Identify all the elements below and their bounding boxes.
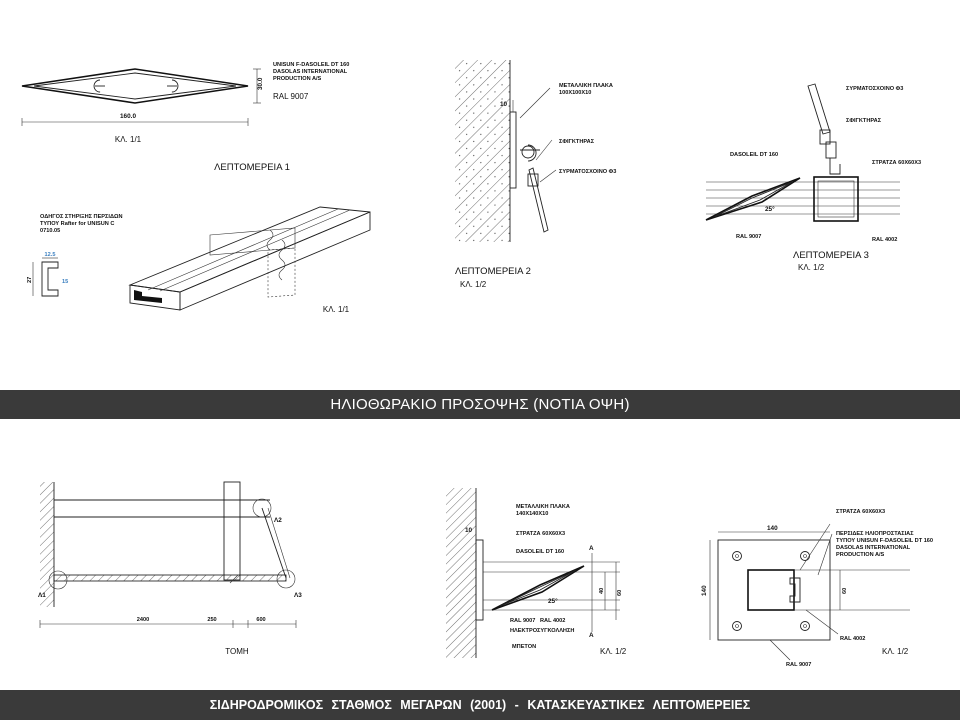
d2-cable: ΣΥΡΜΑΤΟΣΧΟΙΝΟ Φ3 xyxy=(559,169,616,175)
d1-rail-line-1: ΟΔΗΓΟΣ ΣΤΗΡΙΞΗΣ ΠΕΡΣΙΔΩΝ xyxy=(40,214,123,220)
louvre-profile-drawing xyxy=(21,68,261,126)
plate xyxy=(509,111,517,189)
detail-3 xyxy=(705,83,900,222)
clamp-circle xyxy=(521,145,535,159)
d4-ral-a: RAL 9007 xyxy=(510,618,535,624)
d1-rail-line-3: 0710.05 xyxy=(40,228,60,234)
sec-l3: Λ3 xyxy=(294,592,302,599)
d4-scale: ΚΛ. 1/2 xyxy=(600,647,627,656)
d3-clamp: ΣΦΙΓΚΤΗΡΑΣ xyxy=(846,118,882,124)
d3-ral-a: RAL 9007 xyxy=(736,234,761,240)
d1-scale-top: ΚΛ. 1/1 xyxy=(115,135,142,144)
rail-section-drawing xyxy=(32,257,59,297)
sec-label: ΤΟΜΗ xyxy=(225,647,249,656)
d2-scale: ΚΛ. 1/2 xyxy=(460,280,487,289)
d5-beam: ΣΤΡΑΤΖΑ 60X60X3 xyxy=(836,509,885,515)
d2-dim: 10 xyxy=(500,101,508,108)
d4-concrete: ΜΠΕΤΟΝ xyxy=(512,644,536,650)
sec-d1: 2400 xyxy=(137,617,149,623)
d1-spec-line-3: PRODUCTION A/S xyxy=(273,76,322,82)
d3-title: ΛΕΠΤΟΜΕΡΕΙΑ 3 xyxy=(793,250,869,261)
rail-3d-drawing xyxy=(128,206,371,311)
d5-spec-line-4: PRODUCTION A/S xyxy=(836,552,885,558)
d5-scale: ΚΛ. 1/2 xyxy=(882,647,909,656)
sec-l2: Λ2 xyxy=(274,517,282,524)
d3-scale: ΚΛ. 1/2 xyxy=(798,263,825,272)
section-drawing xyxy=(39,481,297,628)
d5-spec-line-2: ΤΥΠΟΥ UNISUN F-DASOLEIL DT 160 xyxy=(836,538,933,544)
sec-d3: 600 xyxy=(256,617,265,623)
d4-dim-10: 10 xyxy=(465,527,473,534)
d5-dim-side: 140 xyxy=(701,585,708,596)
d5-ral-b: RAL 9007 xyxy=(786,662,811,668)
d3-angle: 25° xyxy=(765,205,775,213)
middle-title-band: ΗΛΙΟΘΩΡΑΚΙΟ ΠΡΟΣΟΨΗΣ (ΝΟΤΙΑ ΟΨΗ) xyxy=(0,390,960,419)
d4-dasoleil: DASOLEIL DT 160 xyxy=(516,549,564,555)
wall-hatch xyxy=(455,60,510,242)
middle-title: ΗΛΙΟΘΩΡΑΚΙΟ ΠΡΟΣΟΨΗΣ (ΝΟΤΙΑ ΟΨΗ) xyxy=(330,396,630,413)
sec-d2: 250 xyxy=(207,617,216,623)
d1-spec-line-1: UNISUN F-DASOLEIL DT 160 xyxy=(273,62,349,68)
d4-dim-40: 40 xyxy=(599,588,605,594)
d4-angle: 25° xyxy=(548,597,558,605)
d1-height-dim: 30.0 xyxy=(257,77,264,90)
d4-dim-60: 60 xyxy=(617,590,623,596)
d1-scale-bottom: ΚΛ. 1/1 xyxy=(323,305,350,314)
d1-rail-dim-inner: 15 xyxy=(62,279,68,285)
d5-dim-inner: 60 xyxy=(842,588,848,594)
detail-5 xyxy=(709,523,910,661)
d4-weld: ΗΛΕΚΤΡΟΣΥΓΚΟΛΛΗΣΗ xyxy=(510,628,574,634)
d5-spec-line-3: DASOLAS INTERNATIONAL xyxy=(836,545,911,551)
d2-clamp: ΣΦΙΓΚΤΗΡΑΣ xyxy=(559,139,595,145)
beam-square xyxy=(813,176,859,222)
d4-ral-b: RAL 4002 xyxy=(540,618,565,624)
d1-rail-line-2: ΤΥΠΟΥ Rafter for UNISUN C xyxy=(40,221,114,227)
detail-2 xyxy=(455,60,557,242)
d1-ral: RAL 9007 xyxy=(273,92,309,101)
d4-mark-bottom: A xyxy=(589,632,594,639)
d4-beam: ΣΤΡΑΤΖΑ 60X60X3 xyxy=(516,531,565,537)
d1-spec-line-2: DASOLAS INTERNATIONAL xyxy=(273,69,348,75)
d3-dasoleil: DASOLEIL DT 160 xyxy=(730,152,778,158)
d2-plate-line-2: 100X100X10 xyxy=(559,90,591,96)
d3-ral-b: RAL 4002 xyxy=(872,237,897,243)
d5-spec-line-1: ΠΕΡΣΙΔΕΣ ΗΛΙΟΠΡΟΣΤΑΣΙΑΣ xyxy=(836,531,914,537)
d3-cable: ΣΥΡΜΑΤΟΣΧΟΙΝΟ Φ3 xyxy=(846,86,903,92)
d4-plate-line-2: 140X140X10 xyxy=(516,511,548,517)
d1-width-dim: 160.0 xyxy=(120,113,136,120)
d4-plate-line-1: ΜΕΤΑΛΛΙΚΗ ΠΛΑΚΑ xyxy=(516,504,570,510)
bottom-title-band: ΣΙΔΗΡΟΔΡΟΜΙΚΟΣ ΣΤΑΘΜΟΣ ΜΕΓΑΡΩΝ (2001) - … xyxy=(0,690,960,720)
d1-title: ΛΕΠΤΟΜΕΡΕΙΑ 1 xyxy=(214,162,290,173)
d1-rail-dim-side: 27 xyxy=(27,277,33,283)
d4-mark-top: A xyxy=(589,545,594,552)
d1-rail-dim-top: 12.5 xyxy=(45,252,56,258)
sec-l1: Λ1 xyxy=(38,592,46,599)
bottom-title: ΣΙΔΗΡΟΔΡΟΜΙΚΟΣ ΣΤΑΘΜΟΣ ΜΕΓΑΡΩΝ (2001) - … xyxy=(209,698,751,712)
d2-title: ΛΕΠΤΟΜΕΡΕΙΑ 2 xyxy=(455,266,531,277)
d5-ral-a: RAL 4002 xyxy=(840,636,865,642)
detail-4 xyxy=(446,488,620,658)
detail-1: 160.0 30.0 UNISUN F-DASOLEIL DT 160 DASO… xyxy=(21,62,371,314)
d5-dim-top: 140 xyxy=(767,525,778,532)
d3-beam: ΣΤΡΑΤΖΑ 60X60X3 xyxy=(872,160,921,166)
d2-plate-line-1: ΜΕΤΑΛΛΙΚΗ ΠΛΑΚΑ xyxy=(559,83,613,89)
